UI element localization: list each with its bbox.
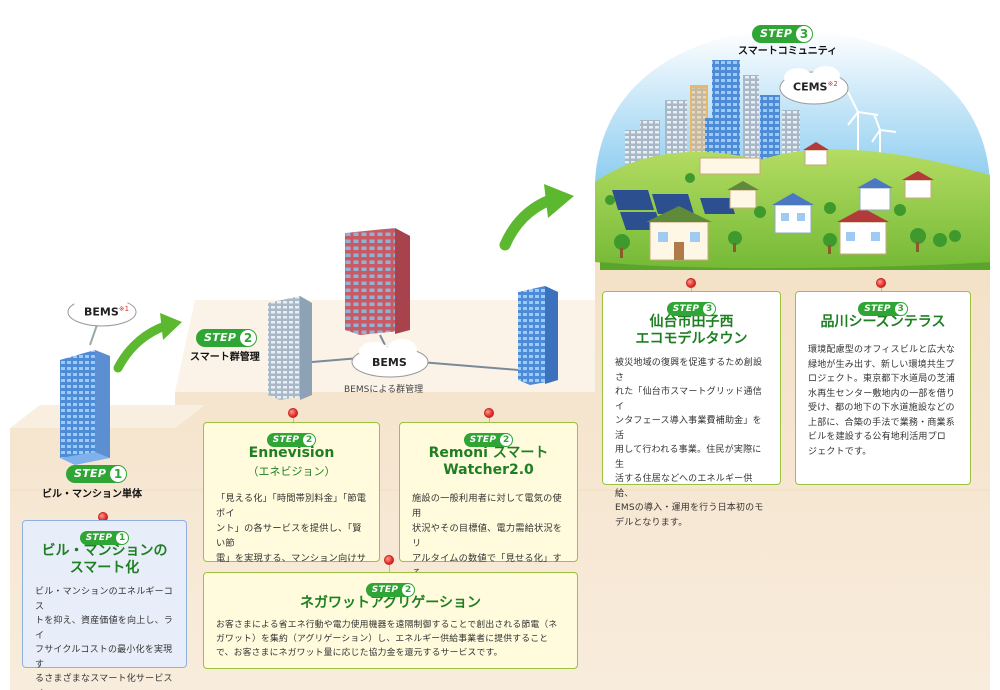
card-body: ビル・マンションのエネルギーコス トを抑え、資産価値を向上し、ライ フサイクルコ… (35, 587, 174, 690)
bems-label-step1: BEMS※1 (84, 305, 130, 319)
cems-label: CEMS※2 (793, 80, 838, 94)
card-title: ネガワットアグリゲーション (299, 595, 482, 611)
trees (605, 173, 961, 258)
card-body: お客さまによる省エネ行動や電力使用機器を遠隔制御することで創出される節電（ネ ガ… (216, 620, 558, 658)
step3-label: スマートコミュニティ (738, 46, 838, 57)
pin-sendai (686, 278, 696, 296)
bems-label-step2: BEMS (372, 356, 407, 369)
bems-connection-lines (311, 334, 519, 371)
step1-label: ビル・マンション単体 (42, 489, 142, 500)
city-skyline (625, 60, 800, 165)
card-title: ビル・マンションの スマート化 (41, 543, 168, 576)
card-title: Ennevision (248, 445, 335, 461)
card-title: 仙台市田子西 エコモデルタウン (635, 314, 748, 347)
step2-buildings (268, 228, 558, 400)
card-body: 被災地域の復興を促進するため創設さ れた「仙台市スマートグリッド通信イ ンタフェ… (615, 358, 764, 528)
houses (646, 142, 934, 261)
bems-cloud-step2 (351, 339, 429, 378)
card-body: 環境配慮型のオフィスビルと広大な 緑地が生み出す、新しい環境共生プ ロジェクト。… (808, 345, 956, 457)
arrow-step2-to-step3 (499, 184, 574, 251)
arrow-step1-to-step2 (113, 313, 182, 373)
pin-ennevision (288, 408, 298, 426)
card-title: 品川シーズンテラス (820, 314, 946, 330)
step2-label: スマート群管理 (190, 352, 260, 363)
step1-building (60, 321, 110, 465)
bems-cloud-step1 (67, 290, 137, 327)
pin-remoni (484, 408, 494, 426)
cems-cloud (779, 66, 849, 105)
pin-negawatt (384, 555, 394, 573)
bems-group-caption: BEMSによる群管理 (344, 385, 424, 395)
card-title: Remoni スマート Watcher2.0 (428, 445, 549, 478)
card-subtitle: （エネビジョン） (247, 465, 336, 478)
pin-shinagawa (876, 278, 886, 296)
